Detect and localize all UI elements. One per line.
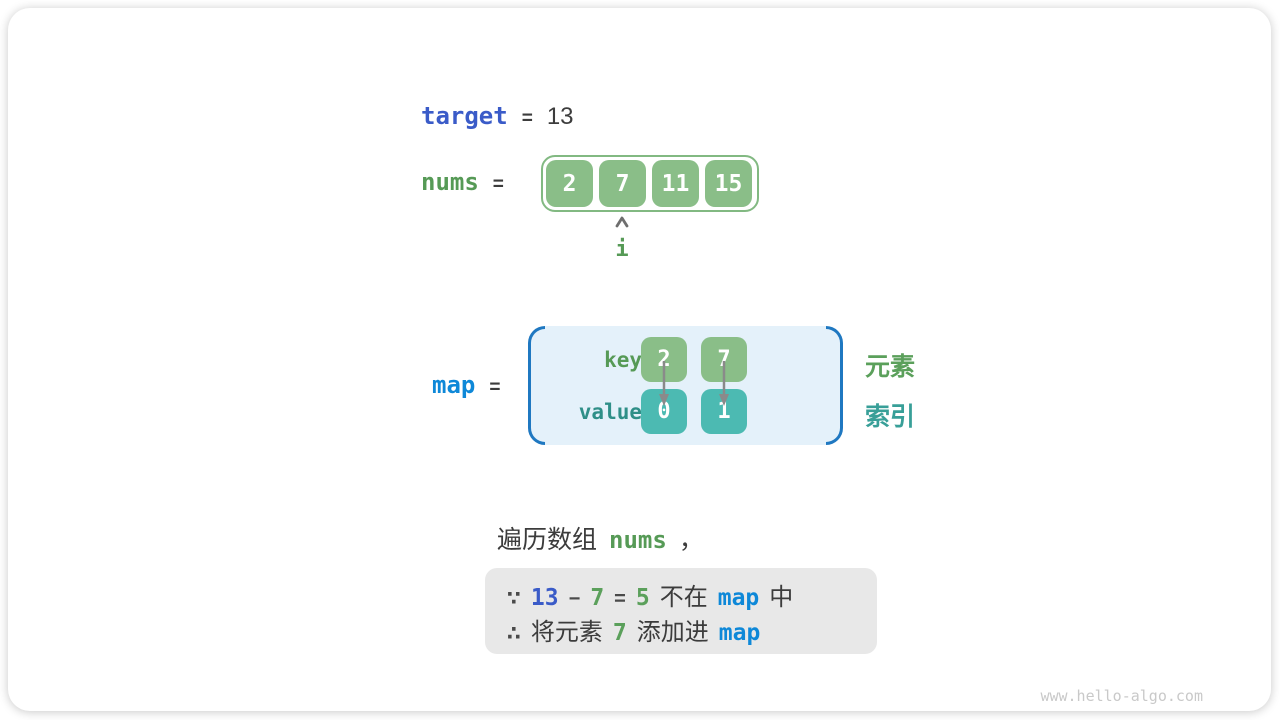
- note-text: 不在: [659, 584, 708, 611]
- difference: 5: [635, 585, 650, 611]
- equals-sign: =: [521, 108, 533, 129]
- because-symbol: ∵: [507, 588, 521, 610]
- down-arrow-icon: [719, 361, 729, 406]
- nums-expression: nums =: [421, 168, 504, 196]
- note-text: 中: [769, 584, 794, 611]
- element-side-label: 元素: [865, 353, 916, 381]
- down-arrow-icon: [659, 361, 669, 406]
- map-keyword: map: [717, 585, 760, 611]
- note-line-2: ∴ 将元素 7 添加进 map: [507, 612, 877, 647]
- array-cell: 11: [652, 160, 699, 207]
- nums-keyword: nums: [609, 526, 667, 554]
- subtrahend: 7: [590, 585, 605, 611]
- equals-sign: =: [614, 588, 626, 610]
- watermark: www.hello-algo.com: [1040, 687, 1203, 705]
- array-cell: 15: [705, 160, 752, 207]
- map-expression: map =: [432, 371, 500, 399]
- equals-sign: =: [492, 174, 504, 195]
- map-value-cell: 1: [701, 389, 747, 434]
- minuend: 13: [530, 585, 559, 611]
- array-cell: 2: [546, 160, 593, 207]
- element-value: 7: [612, 620, 627, 646]
- caption-text: 遍历数组: [497, 526, 598, 554]
- array-cell: 7: [599, 160, 646, 207]
- target-expression: target = 13: [421, 102, 574, 131]
- target-value: 13: [546, 103, 574, 130]
- diagram-card: target = 13 nums = 2 7 11 15 i map = key…: [8, 8, 1271, 711]
- nums-array: 2 7 11 15: [541, 155, 759, 212]
- note-text: 将元素: [530, 619, 603, 646]
- index-side-label: 索引: [865, 403, 916, 431]
- therefore-symbol: ∴: [507, 623, 521, 645]
- target-keyword: target: [421, 102, 508, 130]
- map-keyword: map: [432, 371, 476, 399]
- up-arrow-icon: [615, 216, 629, 228]
- value-row-label: value: [578, 400, 642, 424]
- equals-sign: =: [489, 377, 501, 398]
- note-line-1: ∵ 13 − 7 = 5 不在 map 中: [507, 577, 877, 612]
- note-text: 添加进: [636, 619, 709, 646]
- map-value-cell: 0: [641, 389, 687, 434]
- nums-keyword: nums: [421, 168, 479, 196]
- map-panel: key value 2 7 0 1: [528, 326, 843, 445]
- right-bracket: [826, 326, 843, 445]
- note-box: ∵ 13 − 7 = 5 不在 map 中 ∴ 将元素 7 添加进 map: [485, 568, 877, 654]
- caption-line: 遍历数组 nums ，: [497, 520, 704, 556]
- key-row-label: key: [604, 348, 642, 372]
- minus-sign: −: [568, 588, 581, 610]
- index-pointer-label: i: [615, 237, 629, 262]
- caption-comma: ，: [678, 526, 704, 554]
- map-keyword: map: [718, 620, 761, 646]
- left-bracket: [528, 326, 545, 445]
